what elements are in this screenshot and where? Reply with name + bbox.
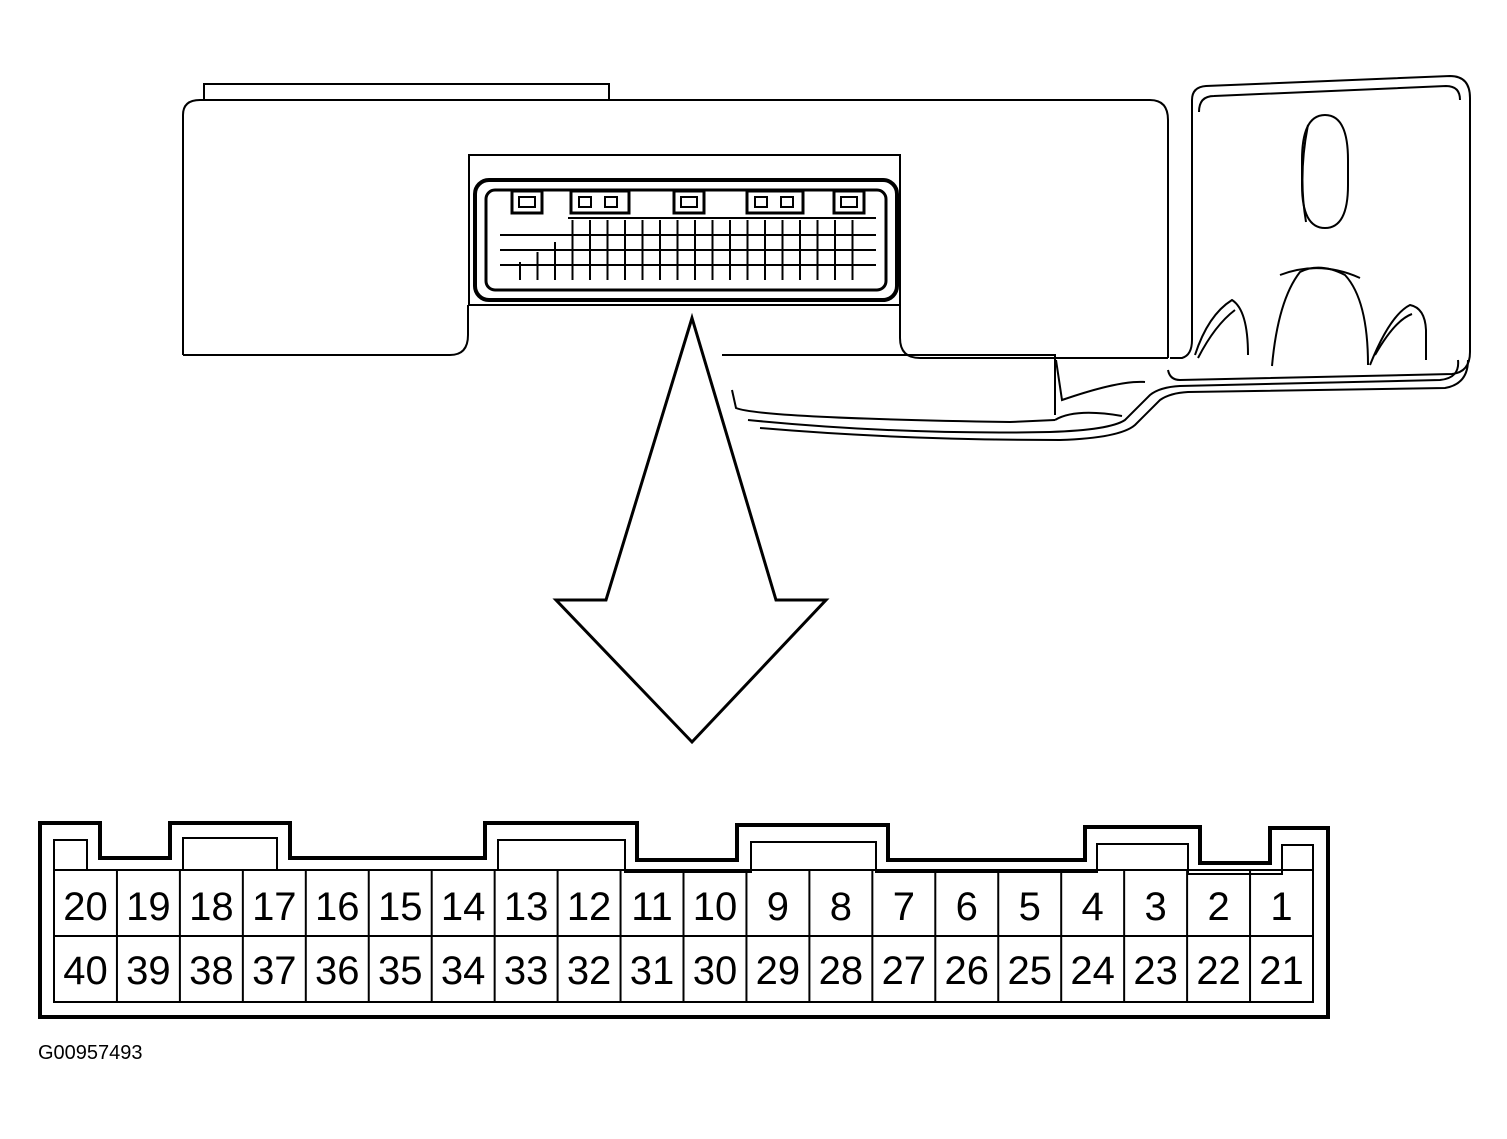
pin-7: 7 [893, 885, 915, 929]
pin-13: 13 [504, 885, 549, 929]
pin-37: 37 [252, 949, 297, 993]
pin-31: 31 [630, 949, 675, 993]
pin-18: 18 [189, 885, 234, 929]
down-arrow [552, 312, 830, 745]
pin-25: 25 [1007, 949, 1052, 993]
figure-id: G00957493 [38, 1042, 143, 1064]
pin-29: 29 [756, 949, 801, 993]
pin-38: 38 [189, 949, 234, 993]
module-illustration [182, 74, 1471, 442]
pin-20: 20 [63, 885, 108, 929]
pin-21: 21 [1259, 949, 1304, 993]
pin-10: 10 [693, 885, 738, 929]
connector-face-grid [500, 217, 876, 280]
pin-22: 22 [1196, 949, 1241, 993]
pin-28: 28 [819, 949, 864, 993]
pin-30: 30 [693, 949, 738, 993]
pin-34: 34 [441, 949, 486, 993]
pin-36: 36 [315, 949, 360, 993]
pin-15: 15 [378, 885, 423, 929]
pin-3: 3 [1145, 885, 1167, 929]
pin-5: 5 [1019, 885, 1041, 929]
pin-16: 16 [315, 885, 360, 929]
pin-26: 26 [945, 949, 990, 993]
pin-11: 11 [631, 885, 673, 929]
pinout-frame [38, 821, 1330, 1019]
pin-8: 8 [830, 885, 852, 929]
pin-4: 4 [1082, 885, 1104, 929]
pin-23: 23 [1133, 949, 1178, 993]
pin-9: 9 [767, 885, 789, 929]
pin-27: 27 [882, 949, 927, 993]
pin-14: 14 [441, 885, 486, 929]
pin-33: 33 [504, 949, 549, 993]
pin-2: 2 [1207, 885, 1229, 929]
pin-dividers [115, 870, 1252, 1002]
pin-19: 19 [126, 885, 171, 929]
pin-1: 1 [1270, 885, 1292, 929]
pin-17: 17 [252, 885, 297, 929]
pin-32: 32 [567, 949, 612, 993]
pin-12: 12 [567, 885, 612, 929]
pin-40: 40 [63, 949, 108, 993]
pin-35: 35 [378, 949, 423, 993]
pin-6: 6 [956, 885, 978, 929]
pin-24: 24 [1070, 949, 1115, 993]
pin-39: 39 [126, 949, 171, 993]
